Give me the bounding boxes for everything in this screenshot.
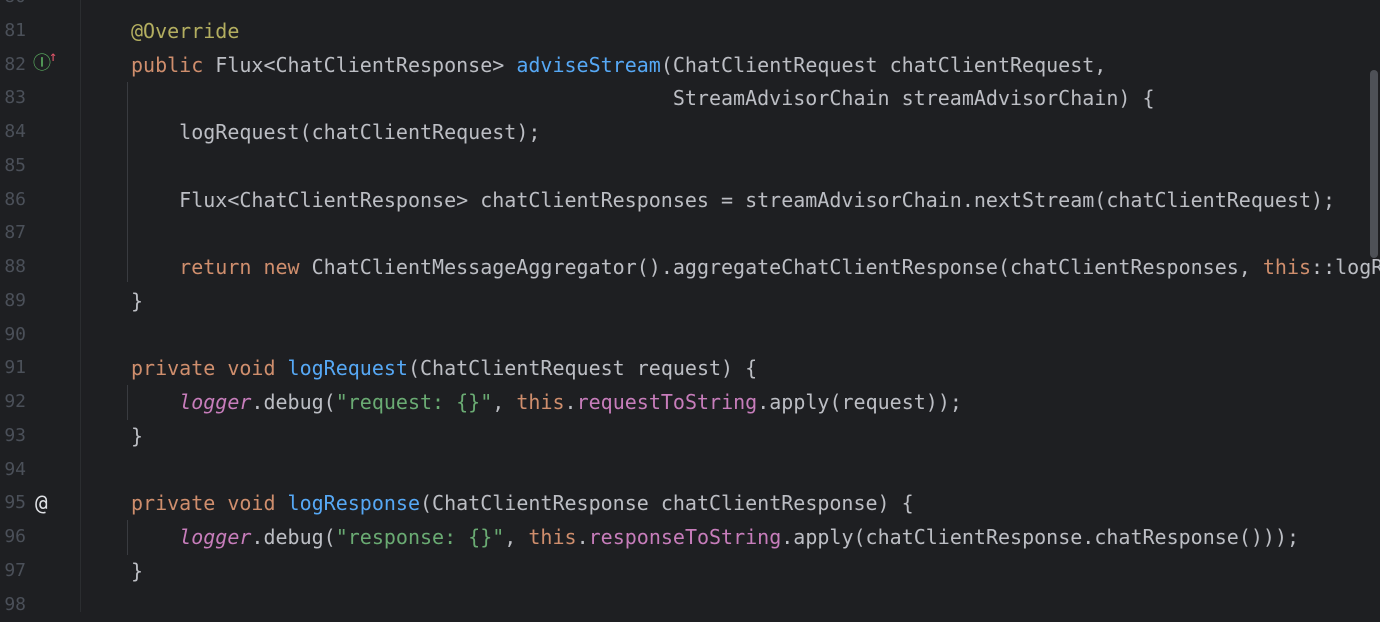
line-number: 82 <box>4 53 26 75</box>
code-line[interactable]: 93} <box>0 419 1380 453</box>
code-line[interactable]: 87 <box>0 216 1380 250</box>
code-line[interactable]: 80 <box>0 0 1380 14</box>
line-number: 88 <box>4 256 26 277</box>
code-line[interactable]: 90 <box>0 318 1380 352</box>
code-line[interactable]: 94 <box>0 453 1380 487</box>
code-line[interactable]: 95 private void logResponse(ChatClientRes… <box>0 486 1380 520</box>
code-text: StreamAdvisorChain streamAdvisorChain) { <box>131 81 1155 115</box>
gutter-separator <box>80 0 81 612</box>
code-line[interactable]: 96 logger.debug("response: {}", this.res… <box>0 520 1380 554</box>
line-number: 92 <box>4 391 26 412</box>
code-token: } <box>131 423 144 448</box>
code-token: private void <box>131 356 288 381</box>
code-token: .debug( <box>251 525 336 549</box>
line-number: 95 <box>4 492 26 514</box>
code-token: private void <box>131 491 288 516</box>
code-line[interactable]: 86 Flux<ChatClientResponse> chatClientRe… <box>0 183 1380 217</box>
code-text: private void logRequest(ChatClientReques… <box>131 351 757 385</box>
code-token: (ChatClientRequest chatClientRequest, <box>660 52 1107 77</box>
code-line[interactable]: 83 StreamAdvisorChain streamAdvisorChain… <box>0 81 1380 115</box>
code-text: } <box>131 419 143 453</box>
indent-guide <box>127 520 128 555</box>
code-token: public <box>131 52 216 77</box>
code-line[interactable]: 97} <box>0 554 1380 588</box>
code-text: Flux<ChatClientResponse> chatClientRespo… <box>131 183 1335 217</box>
code-text: public Flux<ChatClientResponse> adviseSt… <box>131 48 1106 82</box>
code-token: .debug( <box>251 390 336 414</box>
line-number: 96 <box>4 526 26 547</box>
code-token: logger <box>179 390 252 414</box>
annotation-at-icon[interactable]: @ <box>35 491 48 515</box>
line-number: 89 <box>4 289 26 311</box>
code-token: logResponse <box>287 491 420 516</box>
line-number: 98 <box>4 593 26 615</box>
code-token: .apply(request)); <box>757 390 962 414</box>
code-token: . <box>564 390 577 414</box>
code-token: "request: {}" <box>335 390 493 414</box>
code-token: (ChatClientRequest request) { <box>407 356 758 381</box>
code-text: logger.debug("response: {}", this.respon… <box>131 520 1299 554</box>
code-line[interactable]: 84 logRequest(chatClientRequest); <box>0 115 1380 149</box>
line-number: 90 <box>4 323 26 345</box>
implements-interface-icon[interactable]: Ⓘ↑ <box>33 49 58 74</box>
code-token: ChatClientMessageAggregator().aggregateC… <box>311 255 1263 279</box>
code-token: . <box>576 525 589 549</box>
code-token: requestToString <box>576 390 758 414</box>
code-token: logRequest(chatClientRequest); <box>131 120 541 144</box>
code-token: this <box>528 525 577 549</box>
line-number: 91 <box>4 357 26 379</box>
code-token <box>131 390 179 414</box>
indent-guide <box>127 385 128 420</box>
line-number: 85 <box>4 154 26 176</box>
code-token: logger <box>179 525 252 549</box>
code-token: .apply(chatClientResponse.chatResponse()… <box>781 525 1300 549</box>
code-text: private void logResponse(ChatClientRespo… <box>131 486 914 520</box>
code-token: , <box>492 390 517 414</box>
code-token: } <box>131 558 144 583</box>
line-number: 81 <box>4 19 26 41</box>
code-token: Flux<ChatClientResponse> <box>215 52 517 77</box>
code-line[interactable]: 85 <box>0 149 1380 183</box>
code-text: } <box>131 284 143 318</box>
code-token <box>131 255 179 279</box>
code-token: adviseStream <box>516 52 661 77</box>
code-token: logRequest <box>287 356 408 381</box>
line-number: 94 <box>4 458 26 480</box>
line-number: 93 <box>4 424 26 446</box>
code-text: logger.debug("request: {}", this.request… <box>131 385 962 419</box>
code-token: Flux<ChatClientResponse> chatClientRespo… <box>131 187 1336 212</box>
code-token: (ChatClientResponse chatClientResponse) … <box>420 491 914 516</box>
code-token: this <box>1262 255 1312 279</box>
vertical-scrollbar[interactable] <box>1370 70 1378 258</box>
code-line[interactable]: 98 <box>0 588 1380 622</box>
code-token: StreamAdvisorChain streamAdvisorChain) { <box>131 86 1155 111</box>
code-line[interactable]: 81 @Override <box>0 14 1380 48</box>
code-token: this <box>516 390 565 414</box>
code-line[interactable]: 82 public Flux<ChatClientResponse> advise… <box>0 48 1380 82</box>
code-token: ::logR <box>1311 255 1380 279</box>
code-text: } <box>131 554 143 588</box>
code-text: logRequest(chatClientRequest); <box>131 115 540 149</box>
code-token: "response: {}" <box>335 525 505 549</box>
indent-guide <box>127 82 128 282</box>
code-text: @Override <box>131 14 239 48</box>
line-number: 86 <box>4 188 26 210</box>
code-line[interactable]: 92 logger.debug("request: {}", this.requ… <box>0 385 1380 419</box>
line-number: 80 <box>0 0 26 14</box>
line-number: 87 <box>4 222 26 244</box>
code-text: return new ChatClientMessageAggregator()… <box>131 250 1380 284</box>
code-line[interactable]: 89} <box>0 284 1380 318</box>
code-token <box>131 525 179 549</box>
line-number: 97 <box>4 559 26 581</box>
code-token: } <box>131 288 144 313</box>
line-number: 84 <box>4 121 26 142</box>
line-number: 83 <box>4 87 26 109</box>
code-token: return new <box>179 255 312 279</box>
code-line[interactable]: 88 return new ChatClientMessageAggregato… <box>0 250 1380 284</box>
code-token: , <box>504 525 529 549</box>
code-token: responseToString <box>588 525 782 549</box>
code-token: @Override <box>131 18 240 43</box>
code-line[interactable]: 91 private void logRequest(ChatClientRequ… <box>0 351 1380 385</box>
